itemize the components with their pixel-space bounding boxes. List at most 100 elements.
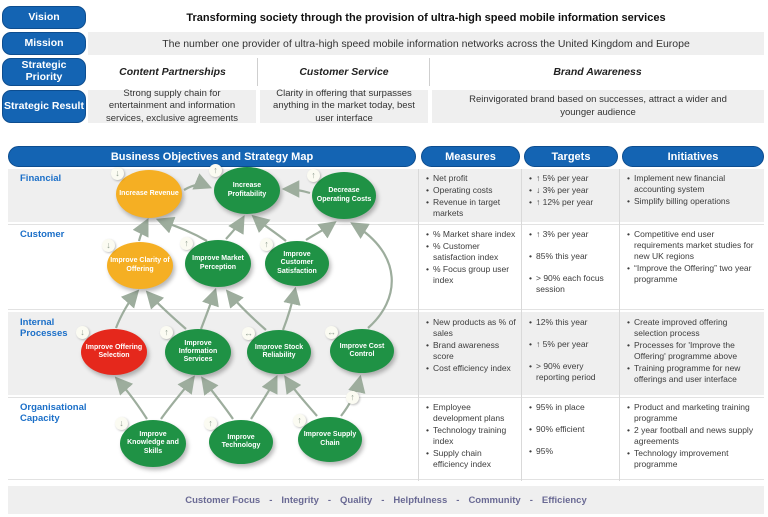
initiative-item: Processes for 'Improve the Offering' pro… bbox=[626, 340, 760, 362]
initiative-item: Simplify billing operations bbox=[626, 196, 760, 207]
initiative-item: Implement new financial accounting syste… bbox=[626, 173, 760, 195]
column-divider bbox=[418, 169, 419, 481]
value-item: Efficiency bbox=[541, 494, 587, 506]
objective-improve-clarity-of-offering: ↓ Improve Clarity of Offering bbox=[102, 239, 173, 289]
target-item: > 90% each focus session bbox=[528, 273, 616, 295]
objective-label: Improve Clarity of Offering bbox=[110, 257, 170, 273]
measure-item: Net profit bbox=[425, 173, 517, 184]
internal-targets: 12% this year ↑ 5% per year > 90% every … bbox=[528, 317, 616, 394]
target-item: 85% this year bbox=[528, 251, 616, 262]
perspective-label-organisational: Organisational Capacity bbox=[20, 402, 87, 425]
vision-pill: Vision bbox=[2, 6, 86, 29]
perspective-label-internal: Internal Processes bbox=[20, 317, 68, 340]
value-item: Customer Focus bbox=[185, 494, 261, 506]
target-item: ↑ 5% per year bbox=[528, 173, 616, 184]
objective-label: Increase Profitability bbox=[227, 182, 267, 198]
measure-item: New products as % of sales bbox=[425, 317, 517, 339]
vision-pill-label: Vision bbox=[28, 10, 60, 23]
internal-initiatives: Create improved offering selection proce… bbox=[626, 317, 760, 386]
measure-item: % Market share index bbox=[425, 229, 517, 240]
value-item: Integrity bbox=[281, 494, 319, 506]
measure-item: Supply chain efficiency index bbox=[425, 448, 517, 470]
measure-item: Operating costs bbox=[425, 185, 517, 196]
objective-improve-cost-control: ↔ Improve Cost Control bbox=[325, 326, 394, 373]
objective-label: Improve Market Perception bbox=[192, 255, 244, 271]
target-item: ↑ 5% per year bbox=[528, 339, 616, 350]
down-arrow-icon: ↓ bbox=[76, 326, 89, 339]
objective-label: Improve Information Services bbox=[178, 339, 218, 364]
perspective-label-financial: Financial bbox=[20, 173, 62, 184]
initiative-item: “Improve the Offering” two year programm… bbox=[626, 263, 760, 285]
initiative-item: Technology improvement programme bbox=[626, 448, 760, 470]
value-item: Quality bbox=[340, 494, 373, 506]
vision-statement: Transforming society through the provisi… bbox=[88, 6, 764, 29]
initiatives-header-bar: Initiatives bbox=[622, 146, 764, 167]
objective-improve-supply-chain: ↑ Improve Supply Chain bbox=[293, 414, 362, 462]
measure-item: Technology training index bbox=[425, 425, 517, 447]
strategic-priority-pill: Strategic Priority bbox=[2, 58, 86, 86]
company-values-bar: Customer Focus - Integrity - Quality - H… bbox=[8, 486, 764, 514]
up-arrow-icon: ↑ bbox=[209, 164, 222, 177]
down-arrow-icon: ↓ bbox=[102, 239, 115, 252]
up-arrow-icon: ↑ bbox=[293, 414, 306, 427]
objective-increase-profitability: ↑ Increase Profitability bbox=[209, 164, 280, 214]
strategic-result-pill: Strategic Result bbox=[2, 90, 86, 123]
up-arrow-icon: ↑ bbox=[204, 417, 217, 430]
column-divider bbox=[619, 169, 620, 481]
measure-item: Employee development plans bbox=[425, 402, 517, 424]
objective-improve-technology: ↑ Improve Technology bbox=[204, 417, 273, 464]
customer-targets: ↑ 3% per year 85% this year > 90% each f… bbox=[528, 229, 616, 306]
objective-label: Improve Knowledge and Skills bbox=[127, 431, 179, 455]
target-item: ↑ 3% per year bbox=[528, 229, 616, 240]
up-arrow-icon: ↑ bbox=[180, 237, 193, 250]
perspective-label-customer: Customer bbox=[20, 229, 65, 240]
left-right-arrow-icon: ↔ bbox=[242, 327, 255, 340]
measure-item: Cost efficiency index bbox=[425, 363, 517, 374]
mission-pill: Mission bbox=[2, 32, 86, 55]
left-right-arrow-icon: ↔ bbox=[325, 326, 338, 339]
value-separator: - bbox=[269, 494, 273, 506]
objective-improve-knowledge-and-skills: ↓ Improve Knowledge and Skills bbox=[115, 417, 186, 467]
initiatives-header: Initiatives bbox=[667, 150, 719, 163]
initiative-item: Create improved offering selection proce… bbox=[626, 317, 760, 339]
priority-content-partnerships: Content Partnerships bbox=[119, 66, 226, 78]
objective-label: Decrease Operating Costs bbox=[316, 187, 372, 203]
initiative-item: Training programme for new offerings and… bbox=[626, 363, 760, 385]
result-content-partnerships: Strong supply chain for entertainment an… bbox=[88, 88, 256, 124]
value-separator: - bbox=[529, 494, 533, 506]
organisational-measures: Employee development plans Technology tr… bbox=[425, 402, 517, 471]
objective-label: Improve Customer Satisfaction bbox=[277, 251, 317, 275]
target-item: 95% in place bbox=[528, 402, 616, 413]
target-item: ↑ 12% per year bbox=[528, 197, 616, 208]
down-arrow-icon: ↓ bbox=[111, 167, 124, 180]
customer-measures: % Market share index % Customer satisfac… bbox=[425, 229, 517, 287]
strategic-result-pill-label: Strategic Result bbox=[4, 99, 84, 112]
mission-text: The number one provider of ultra-high sp… bbox=[162, 37, 690, 50]
objective-decrease-operating-costs: ↑ Decrease Operating Costs bbox=[307, 169, 376, 219]
up-arrow-icon: ↑ bbox=[307, 169, 320, 182]
organisational-initiatives: Product and marketing training programme… bbox=[626, 402, 760, 471]
customer-initiatives: Competitive end user requirements market… bbox=[626, 229, 760, 286]
initiative-item: Competitive end user requirements market… bbox=[626, 229, 760, 262]
targets-header: Targets bbox=[551, 150, 591, 163]
value-separator: - bbox=[381, 494, 385, 506]
strategic-priority-pill-label: Strategic Priority bbox=[21, 59, 67, 83]
mission-pill-label: Mission bbox=[24, 36, 64, 49]
objective-improve-stock-reliability: ↔ Improve Stock Reliability bbox=[242, 327, 311, 374]
measure-item: Brand awareness score bbox=[425, 340, 517, 362]
objective-label: Increase Revenue bbox=[119, 189, 179, 197]
target-item: 12% this year bbox=[528, 317, 616, 328]
measures-header-bar: Measures bbox=[421, 146, 520, 167]
objective-increase-revenue: ↓ Increase Revenue bbox=[111, 167, 182, 218]
result-brand-awareness: Reinvigorated brand based on successes, … bbox=[432, 90, 764, 123]
objective-improve-customer-satisfaction: ↑ Improve Customer Satisfaction bbox=[260, 238, 329, 286]
target-item: ↓ 3% per year bbox=[528, 185, 616, 196]
targets-header-bar: Targets bbox=[524, 146, 618, 167]
value-separator: - bbox=[327, 494, 332, 506]
financial-measures: Net profit Operating costs Revenue in ta… bbox=[425, 173, 517, 220]
target-item: 90% efficient bbox=[528, 424, 616, 435]
mission-statement: The number one provider of ultra-high sp… bbox=[88, 32, 764, 55]
map-header-title: Business Objectives and Strategy Map bbox=[110, 150, 314, 163]
measures-header: Measures bbox=[445, 150, 496, 163]
